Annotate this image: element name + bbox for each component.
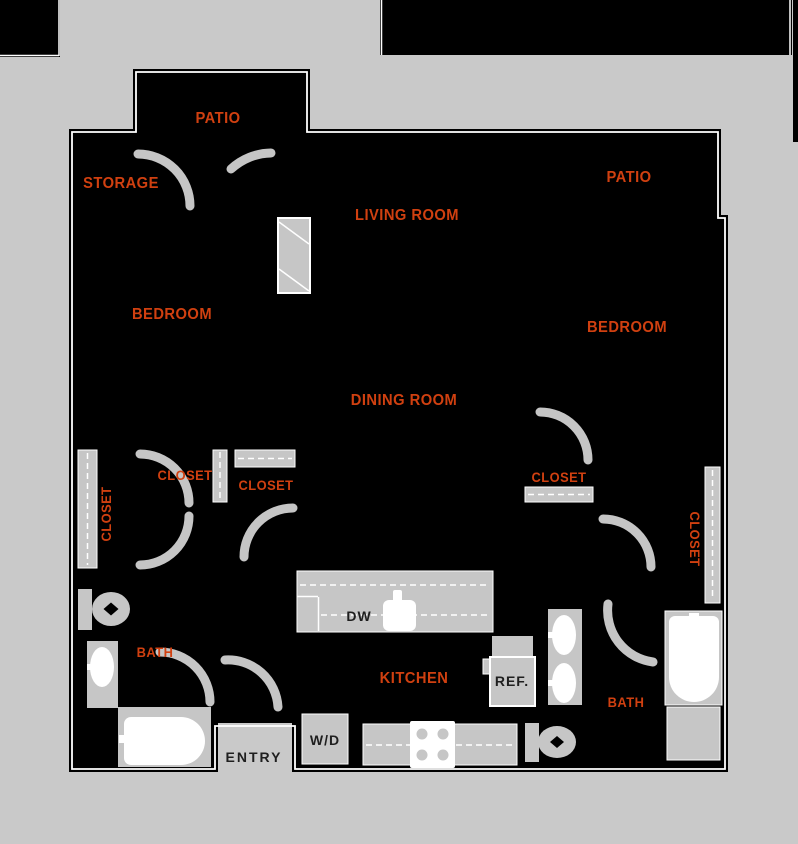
room-label-storage: STORAGE bbox=[83, 175, 159, 192]
door-swing-arc-icon bbox=[135, 511, 194, 570]
door-swing-arc-icon bbox=[603, 599, 658, 667]
left-bath-fixtures bbox=[78, 589, 211, 767]
room-label-bedroom-right: BEDROOM bbox=[586, 319, 668, 336]
door-swing-arcs bbox=[133, 148, 658, 712]
closet-label-a: CLOSET bbox=[157, 467, 213, 483]
room-label-kitchen: KITCHEN bbox=[379, 670, 449, 687]
toilet-icon bbox=[78, 589, 130, 630]
room-label-patio-right: PATIO bbox=[606, 169, 652, 186]
closet-label-right: CLOSET bbox=[531, 469, 587, 485]
entry-label: ENTRY bbox=[225, 749, 283, 765]
adjacent-strip-right bbox=[793, 0, 798, 142]
room-label-living-room: LIVING ROOM bbox=[354, 207, 460, 224]
kitchen-sink-icon bbox=[383, 590, 416, 631]
room-label-bedroom-left: BEDROOM bbox=[131, 306, 213, 323]
appliance-label-refrigerator: REF. bbox=[494, 673, 530, 689]
wall-inner-line bbox=[71, 71, 726, 770]
washer-dryer-icon bbox=[301, 713, 349, 765]
stove-icon bbox=[410, 721, 455, 768]
closet-label-right-wall: CLOSET bbox=[687, 511, 703, 567]
door-swing-arc-icon bbox=[598, 514, 656, 572]
appliance-label-dishwasher: DW bbox=[346, 608, 372, 624]
room-label-bath-right: BATH bbox=[607, 694, 645, 710]
unit-outline bbox=[69, 69, 728, 772]
closet-label-b: CLOSET bbox=[238, 477, 294, 493]
closet-label-left-wall: CLOSET bbox=[98, 486, 114, 542]
room-label-patio-left: PATIO bbox=[195, 110, 241, 127]
door-swing-arc-icon bbox=[535, 407, 593, 465]
door-swing-arc-icon bbox=[220, 655, 283, 712]
adjacent-block-top-left bbox=[0, 0, 60, 57]
closets bbox=[77, 217, 721, 604]
right-bath-fixtures bbox=[525, 609, 723, 762]
adjacent-structures bbox=[0, 0, 798, 142]
double-vanity-icon bbox=[548, 609, 582, 705]
appliance-label-washer-dryer: W/D bbox=[309, 732, 341, 748]
closet-rod-icon bbox=[704, 466, 721, 604]
refrigerator-icon bbox=[482, 636, 536, 707]
door-swing-arc-icon bbox=[239, 503, 298, 562]
door-swing-arc-icon bbox=[133, 149, 195, 211]
toilet-icon bbox=[525, 723, 576, 762]
door-swing-arc-icon bbox=[155, 647, 215, 707]
room-label-bath-left: BATH bbox=[136, 644, 174, 660]
closet-rod-icon bbox=[77, 449, 98, 569]
closet-rod-icon bbox=[524, 486, 594, 503]
sink-icon bbox=[87, 641, 118, 708]
room-label-dining-room: DINING ROOM bbox=[350, 392, 458, 409]
kitchen-fixtures bbox=[296, 570, 536, 768]
door-swing-arc-icon bbox=[135, 449, 194, 508]
door-swing-arc-icon bbox=[226, 148, 276, 174]
bathtub-icon bbox=[118, 707, 211, 767]
closet-rod-icon bbox=[234, 449, 296, 468]
closet-wall-segment bbox=[212, 449, 228, 503]
wardrobe-icon bbox=[277, 217, 311, 294]
adjacent-bar-top bbox=[380, 0, 792, 55]
bathtub-icon bbox=[664, 610, 723, 706]
shower-bench-block bbox=[666, 706, 721, 761]
